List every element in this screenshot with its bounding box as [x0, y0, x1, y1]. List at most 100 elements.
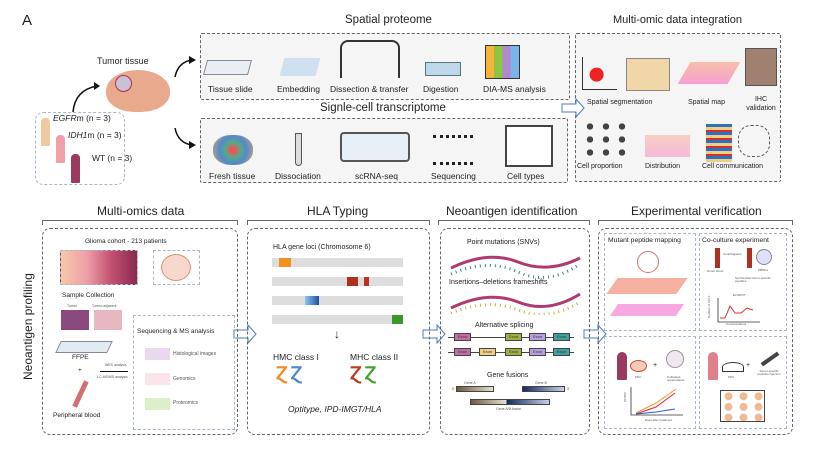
exon: Exon [553, 348, 570, 356]
integration-title: Multi-omic data integration [613, 14, 743, 26]
person-icon-idh1 [56, 135, 65, 163]
mapping-layer-top [606, 278, 688, 294]
hla-class2-label: MHC class II [350, 352, 399, 362]
verification-bracket [598, 220, 793, 225]
pdc-label: PDC [635, 375, 642, 379]
elispot-chart [717, 298, 760, 323]
ihc-image-icon [745, 48, 777, 86]
fusion-block [470, 399, 550, 405]
gene-b-label: Gene B [535, 381, 547, 385]
exon: Exon [505, 333, 522, 341]
exon: Exon [529, 333, 546, 341]
side-label: Neoantigen profiling [21, 273, 35, 380]
plus-sign: + [78, 367, 82, 374]
pbmc-tube-icon [747, 248, 752, 268]
mapping-label: Mutant peptide mapping [608, 237, 681, 244]
brain-section-box [153, 250, 200, 285]
person-icon-egfr [41, 118, 50, 146]
communication-heatmap-icon [706, 124, 732, 162]
lcms-label: LC-MS/MS analysis [97, 375, 128, 379]
histology-icon [145, 348, 170, 360]
gene-a-label: Gene A [464, 381, 476, 385]
down-arrow-icon: ↓ [334, 327, 340, 341]
brain-section-icon [161, 254, 191, 281]
exon: Exon [454, 348, 471, 356]
peripheral-blood-label: Peripheral blood [53, 412, 101, 419]
patient-groups-box [35, 112, 125, 185]
tumor-plate-icon [720, 390, 765, 422]
step-dissection: Dissection & transfer [330, 84, 409, 94]
neoantigen-box [440, 228, 590, 435]
exon: Exon [529, 348, 546, 356]
fusion-gene-label: Gene A/B fusion [496, 407, 522, 411]
step-embedding: Embedding [277, 84, 321, 94]
plus-sign-pdx: + [746, 362, 751, 369]
robot-arm-icon [340, 40, 400, 78]
tissue-slide-icon [202, 60, 253, 75]
elispot-label: ELISPOT [733, 293, 746, 297]
centrifugation-label: Centrifugation [723, 252, 742, 256]
pdc-dish-icon [630, 360, 647, 372]
tumor-icon [115, 75, 132, 92]
tumor-histology-image [61, 310, 89, 330]
indel-label: Insertions–deletions frameshifts [449, 279, 548, 286]
hla-box [247, 228, 430, 435]
person-icon-wt [71, 154, 80, 183]
distribution-icon [645, 135, 690, 157]
multi-omics-title: Multi-omics data [97, 204, 185, 218]
days-axis-label: Days after treatment [645, 418, 673, 422]
sample-collection-label: Sample Collection [62, 292, 115, 299]
wes-label: WES analysis [105, 363, 127, 367]
supernatant-icon [666, 350, 684, 368]
hla-loci-label: HLA gene loci (Chromosome 6) [273, 244, 371, 251]
five-prime: 5' [452, 387, 455, 391]
step-distribution: Distribution [645, 163, 681, 170]
cohort-label: Glioma cohort - 213 patients [85, 238, 167, 245]
dia-ms-spectra-icon [485, 45, 520, 79]
omics-histological: Histological images [173, 351, 217, 357]
gene-a-block [456, 386, 494, 392]
step-dia-ms: DIA-MS analysis [483, 84, 546, 94]
tumor-growth-chart [630, 387, 683, 416]
plus-sign-pdc: + [653, 362, 658, 369]
patient-icon-pdx [708, 352, 718, 380]
step-sequencing: Sequencing [431, 171, 476, 181]
supernatants-label: Cultivated supernatants [667, 375, 685, 382]
step-scrna-seq: scRNA-seq [355, 171, 398, 181]
cell-types-umap-icon [505, 125, 553, 167]
mapping-panel [604, 233, 696, 331]
group-wt: WT (n = 3) [92, 153, 133, 163]
synth-peptides-label: Synthesized tumor-specific peptides [735, 276, 771, 283]
tumor-label: Tumor [67, 304, 77, 308]
exon: Exon [454, 333, 471, 341]
fusion-label: Gene fusions [487, 372, 529, 379]
splicing-label: Alternative splicing [475, 322, 534, 329]
tube-icon [295, 133, 302, 166]
coculture-panel [699, 233, 787, 331]
patient-icon [617, 352, 627, 380]
tumor-adjacent-label: Tumor-adjacent [92, 304, 117, 308]
genomics-icon [145, 373, 170, 385]
multi-omics-box [42, 228, 238, 435]
step-fresh-tissue: Fresh tissue [209, 171, 256, 181]
mapping-layer-bottom [609, 304, 685, 316]
step-ihc-validation: IHC validation [746, 96, 776, 112]
gene-b-block [522, 386, 565, 392]
chromosome-bar [272, 296, 403, 305]
adjacent-histology-image [94, 310, 122, 330]
peptide-callout-icon [637, 251, 659, 273]
group-egfr: EGFRm (n = 3) [53, 113, 111, 123]
spatial-proteome-title: Spatial proteome [345, 14, 432, 26]
hla-bracket [247, 220, 430, 225]
flow-arrows [72, 56, 196, 149]
hla-class1-label: HMC class I [273, 352, 319, 362]
step-cell-communication: Cell communication [702, 163, 764, 170]
step-cell-proportion: Cell proportion [577, 163, 623, 170]
ffpe-slide-icon [55, 341, 113, 353]
exon: Exon [553, 333, 570, 341]
coculture-label: Co-culture experiment [702, 237, 769, 244]
cohort-people-icon [60, 250, 138, 285]
microfluidic-chip-icon [340, 132, 410, 162]
communication-network-icon [738, 125, 770, 157]
seq-ms-box [133, 315, 235, 430]
